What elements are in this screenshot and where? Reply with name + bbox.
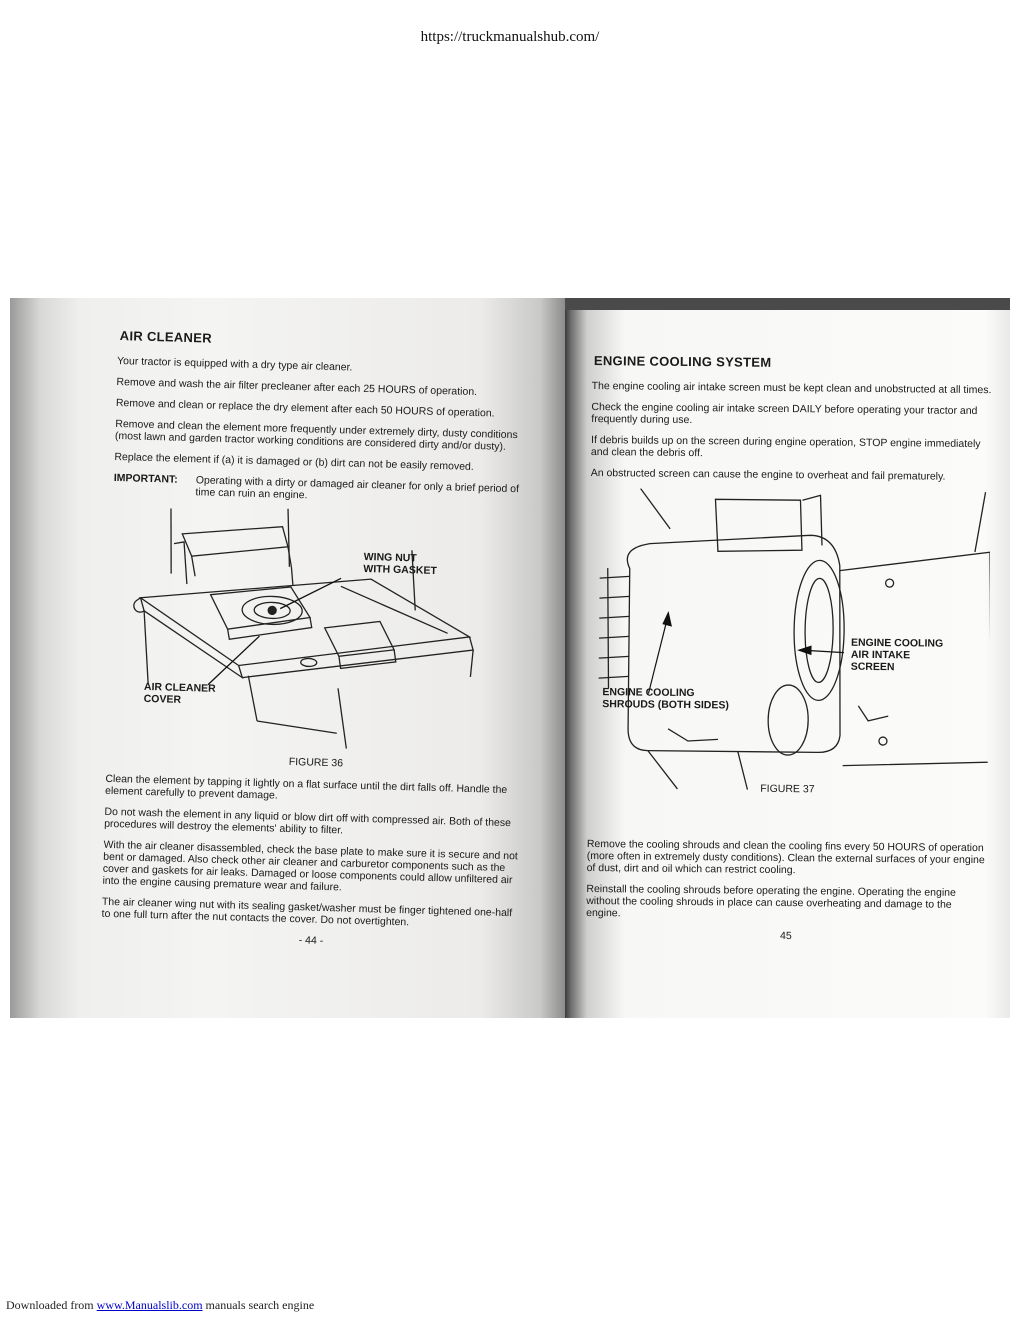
- figure-37: ENGINE COOLING AIR INTAKE SCREEN ENGINE …: [587, 488, 991, 802]
- right-para-1: The engine cooling air intake screen mus…: [591, 379, 992, 397]
- footer-prefix: Downloaded from: [6, 1298, 94, 1312]
- scanned-spread: AIR CLEANER Your tractor is equipped wit…: [10, 298, 1010, 1018]
- important-text: Operating with a dirty or damaged air cl…: [195, 474, 520, 502]
- callout-cooling-shrouds: ENGINE COOLING SHROUDS (BOTH SIDES): [602, 686, 729, 712]
- figure-36: WING NUT WITH GASKET AIR CLEANER COVER: [106, 502, 533, 759]
- left-para-7: Do not wash the element in any liquid or…: [103, 805, 512, 837]
- important-label: IMPORTANT:: [113, 471, 178, 486]
- important-note: IMPORTANT: Operating with a dirty or dam…: [113, 472, 534, 508]
- left-para-6: Clean the element by tapping it lightly …: [104, 772, 508, 802]
- left-para-1: Your tractor is equipped with a dry type…: [116, 354, 353, 374]
- right-para-4: An obstructed screen can cause the engin…: [590, 466, 946, 483]
- left-para-9: The air cleaner wing nut with its sealin…: [101, 895, 513, 929]
- left-para-5: Replace the element if (a) it is damaged…: [114, 450, 474, 473]
- left-para-4: Remove and clean the element more freque…: [114, 417, 518, 453]
- right-para-3: If debris builds up on the screen during…: [590, 433, 981, 460]
- left-para-8: With the air cleaner disassembled, check…: [102, 838, 518, 894]
- header-url[interactable]: https://truckmanualshub.com/: [420, 29, 600, 45]
- manualslib-link[interactable]: www.Manualslib.com: [96, 1298, 203, 1312]
- callout-air-intake-screen: ENGINE COOLING AIR INTAKE SCREEN: [850, 636, 944, 674]
- left-page: AIR CLEANER Your tractor is equipped wit…: [101, 328, 538, 952]
- right-page-background: [565, 298, 1010, 1018]
- right-page: ENGINE COOLING SYSTEM The engine cooling…: [586, 353, 992, 944]
- engine-cooling-illustration: [598, 488, 991, 790]
- left-para-3: Remove and clean or replace the dry elem…: [115, 396, 495, 420]
- footer: Downloaded from www.Manualslib.com manua…: [6, 1298, 314, 1313]
- engine-cooling-heading: ENGINE COOLING SYSTEM: [593, 353, 772, 370]
- right-para-6: Reinstall the cooling shrouds before ope…: [586, 882, 956, 920]
- scan-edge-strip: [565, 298, 1010, 310]
- callout-wing-nut: WING NUT WITH GASKET: [363, 550, 438, 577]
- right-para-5: Remove the cooling shrouds and clean the…: [586, 837, 985, 877]
- air-cleaner-illustration: [133, 508, 474, 749]
- footer-suffix: manuals search engine: [205, 1298, 315, 1312]
- right-para-2: Check the engine cooling air intake scre…: [591, 400, 978, 427]
- left-para-2: Remove and wash the air filter precleane…: [116, 375, 478, 399]
- callout-air-cleaner-cover: AIR CLEANER COVER: [143, 680, 216, 706]
